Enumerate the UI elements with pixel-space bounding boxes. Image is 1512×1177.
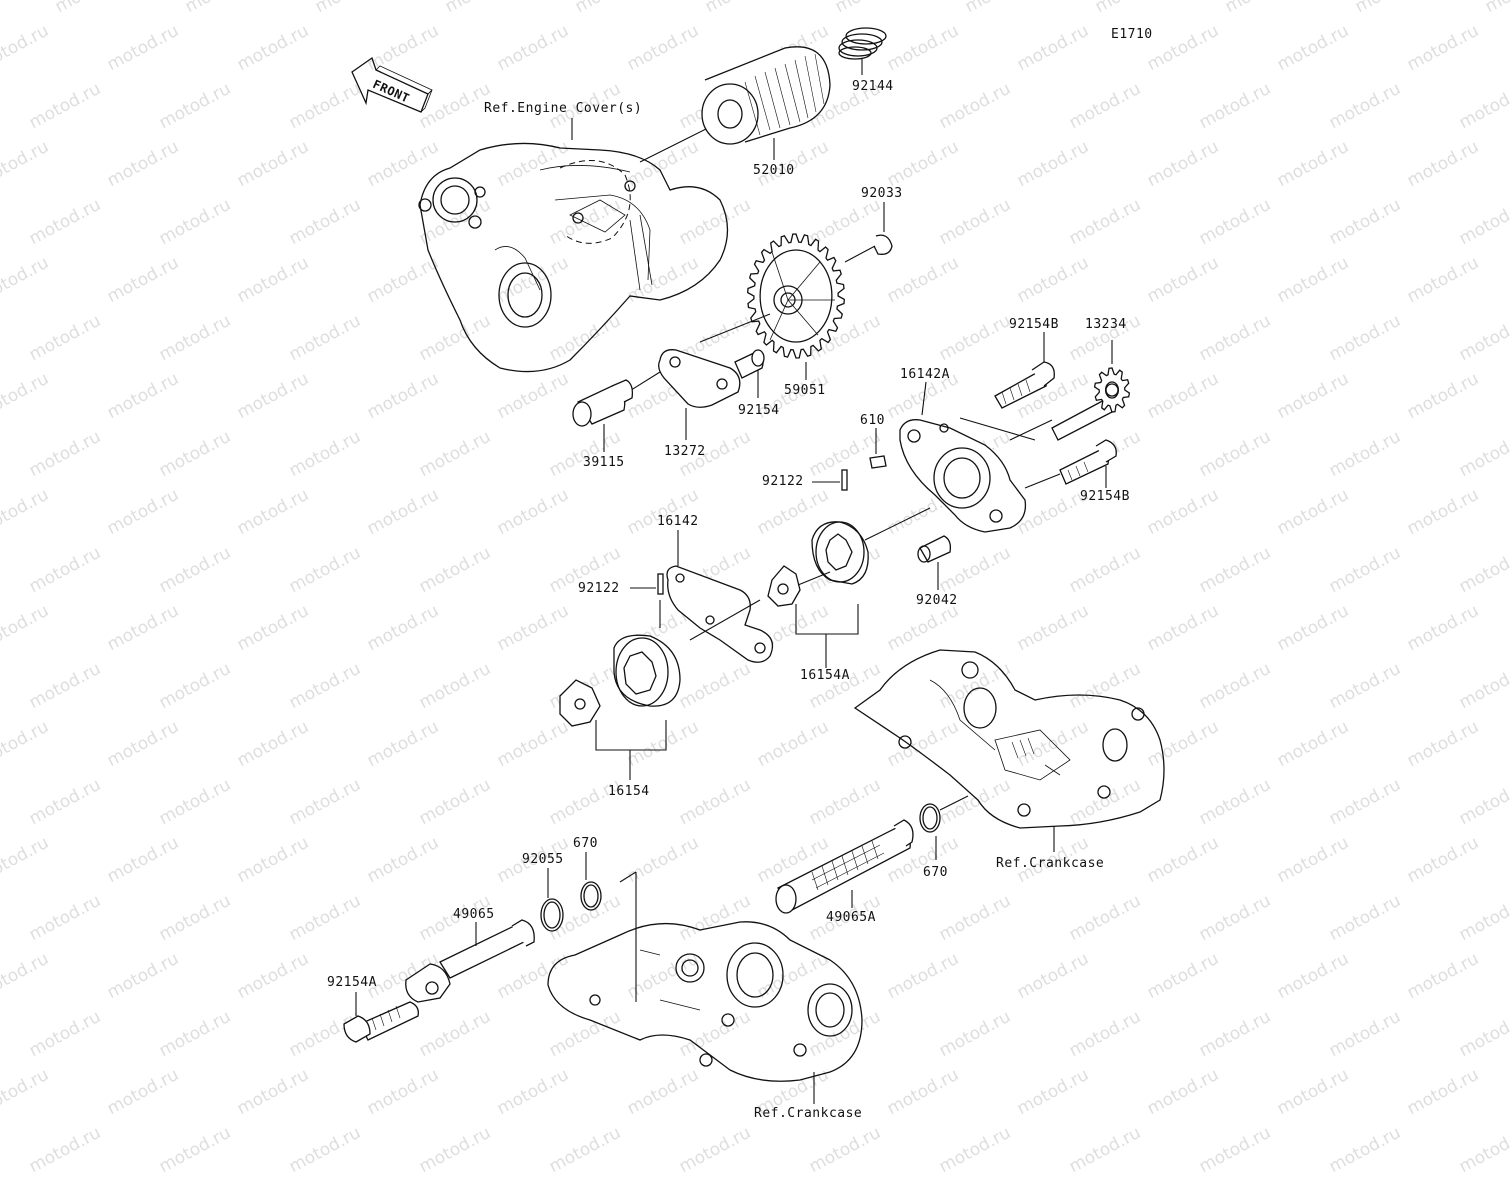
part-label-92055[interactable]: 92055 xyxy=(522,853,564,866)
part-92122-pin-lower xyxy=(630,574,663,594)
engine-cover-outline xyxy=(419,118,728,372)
part-16142-pump-cover xyxy=(667,530,772,662)
crankcase-bottom-outline xyxy=(548,872,862,1104)
part-92154B-bolt-right xyxy=(1025,440,1116,488)
part-label-52010[interactable]: 52010 xyxy=(753,164,795,177)
part-label-39115[interactable]: 39115 xyxy=(583,456,625,469)
part-16154-rotor-set xyxy=(560,600,680,780)
part-label-13272[interactable]: 13272 xyxy=(664,445,706,458)
part-label-92144[interactable]: 92144 xyxy=(852,80,894,93)
part-label-92042[interactable]: 92042 xyxy=(916,594,958,607)
part-label-670-right[interactable]: 670 xyxy=(923,866,948,879)
part-label-16154A[interactable]: 16154A xyxy=(800,669,850,682)
part-92144-spring xyxy=(839,28,886,75)
part-670-o-ring-left xyxy=(581,852,601,910)
part-label-670-left[interactable]: 670 xyxy=(573,837,598,850)
part-label-92154A[interactable]: 92154A xyxy=(327,976,377,989)
part-92122-pin-upper xyxy=(812,470,847,490)
part-label-49065A[interactable]: 49065A xyxy=(826,911,876,924)
part-92033-circlip xyxy=(845,202,892,262)
part-label-92122-upper[interactable]: 92122 xyxy=(762,475,804,488)
diagram-id-label: E1710 xyxy=(1111,28,1153,41)
part-label-92154[interactable]: 92154 xyxy=(738,404,780,417)
part-610-dowel-pin xyxy=(870,428,886,468)
part-49065-oil-pipe xyxy=(406,920,535,1002)
part-label-92154B-top[interactable]: 92154B xyxy=(1009,318,1059,331)
part-label-92122-lower[interactable]: 92122 xyxy=(578,582,620,595)
ref-crankcase-right-label: Ref.Crankcase xyxy=(996,857,1104,870)
part-670-o-ring-right xyxy=(920,796,968,860)
part-label-92154B-right[interactable]: 92154B xyxy=(1080,490,1130,503)
part-13234-pump-shaft xyxy=(1052,340,1129,440)
part-label-13234[interactable]: 13234 xyxy=(1085,318,1127,331)
part-52010-oil-filter xyxy=(702,47,830,160)
part-92154-bolt xyxy=(735,350,764,398)
ref-crankcase-bottom-label: Ref.Crankcase xyxy=(754,1107,862,1120)
part-13272-plate xyxy=(628,314,770,440)
part-label-16154[interactable]: 16154 xyxy=(608,785,650,798)
part-label-610[interactable]: 610 xyxy=(860,414,885,427)
part-92055-o-ring xyxy=(541,868,563,931)
part-16142A-pump-body xyxy=(900,382,1052,532)
part-49065A-oil-strainer xyxy=(776,820,913,913)
part-label-49065[interactable]: 49065 xyxy=(453,908,495,921)
part-92154B-bolt-top xyxy=(995,332,1054,408)
part-92042-collar xyxy=(918,536,950,590)
part-92154A-bolt xyxy=(344,992,418,1042)
gear-59051-teeth xyxy=(748,234,845,358)
part-label-59051[interactable]: 59051 xyxy=(784,384,826,397)
part-label-16142[interactable]: 16142 xyxy=(657,515,699,528)
part-label-92033[interactable]: 92033 xyxy=(861,187,903,200)
part-39115-shaft xyxy=(573,380,632,452)
part-label-16142A[interactable]: 16142A xyxy=(900,368,950,381)
ref-engine-cover-label: Ref.Engine Cover(s) xyxy=(484,102,642,115)
